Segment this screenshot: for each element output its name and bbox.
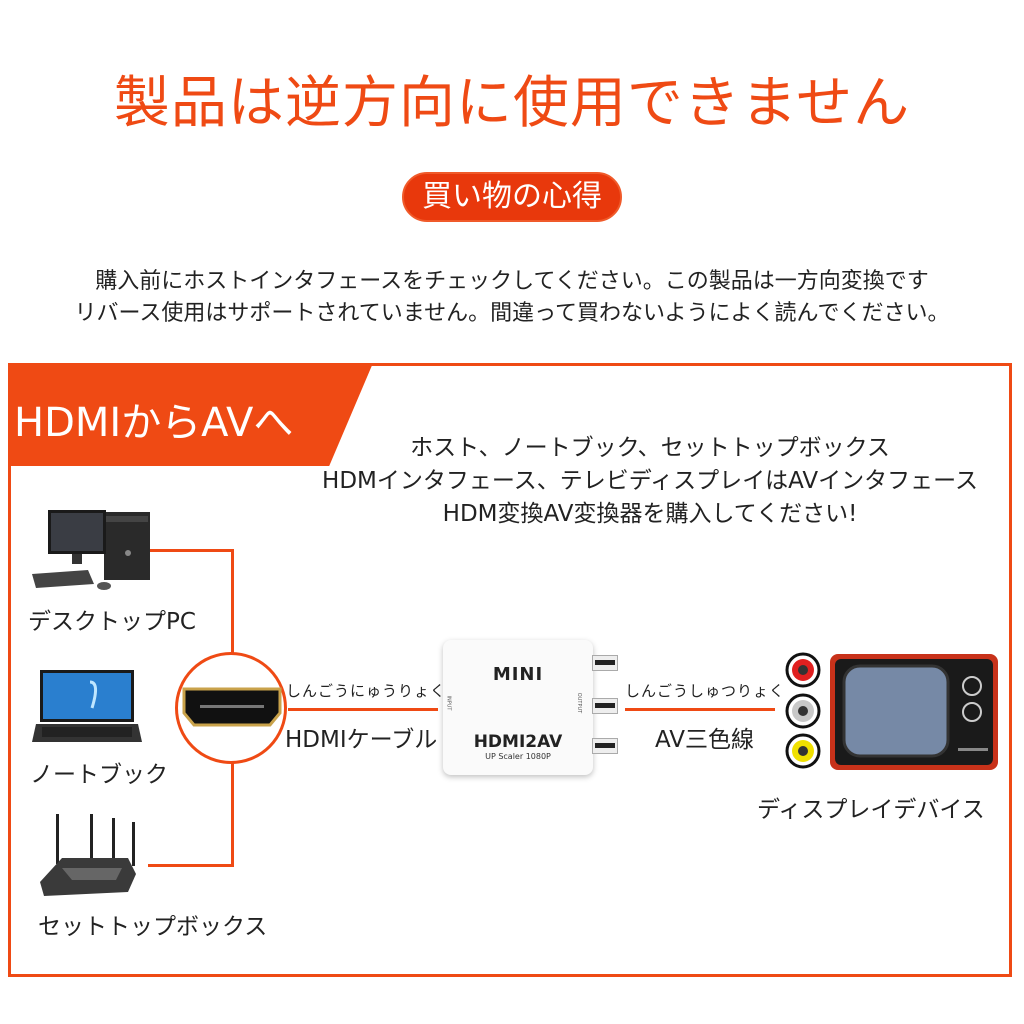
- intro-text: 購入前にホストインタフェースをチェックしてください。この製品は一方向変換です リ…: [0, 266, 1024, 330]
- output-caption: しんごうしゅつりょく: [625, 682, 786, 700]
- connector-line: [231, 763, 234, 867]
- device-brand: MINI: [492, 664, 544, 685]
- rca-jack: [592, 738, 618, 754]
- shopping-tips-badge: 買い物の心得: [402, 172, 622, 222]
- connector-line: [231, 549, 234, 655]
- display-device-label: ディスプレイデバイス: [757, 797, 985, 823]
- rca-jack: [592, 698, 618, 714]
- page-title: 製品は逆方向に使用できません: [113, 71, 911, 136]
- connector-line: [148, 864, 234, 867]
- laptop-icon: [32, 670, 142, 742]
- source-label-desktop: デスクトップPC: [28, 609, 196, 635]
- source-label-laptop: ノートブック: [30, 762, 168, 788]
- connector-line: [625, 708, 775, 711]
- hdmi-port-icon: [182, 687, 282, 727]
- av-cable-label: AV三色線: [655, 727, 754, 753]
- input-caption: しんごうにゅうりょく: [286, 682, 447, 700]
- input-port-label: INPUT: [445, 695, 452, 711]
- device-model: HDMI2AV: [473, 732, 563, 752]
- router-icon: [40, 814, 136, 896]
- section-heading: HDMIからAVへ: [14, 400, 294, 446]
- intro-line-2: リバース使用はサポートされていません。間違って買わないようによく読んでください。: [74, 301, 950, 326]
- device-subtitle: UP Scaler 1080P: [485, 752, 551, 761]
- rca-jack: [592, 655, 618, 671]
- rca-connectors-icon: [785, 652, 821, 769]
- hdmi-port-callout: [175, 652, 287, 764]
- description-line: HDM変換AV変換器を購入してください!: [442, 501, 858, 527]
- section-banner: [8, 363, 373, 466]
- source-label-set-top-box: セットトップボックス: [38, 914, 268, 940]
- intro-line-1: 購入前にホストインタフェースをチェックしてください。この製品は一方向変換です: [95, 269, 929, 294]
- hdmi-cable-label: HDMIケーブル: [285, 727, 438, 753]
- description-line: ホスト、ノートブック、セットトップボックス: [410, 435, 890, 461]
- hdmi2av-converter: MINI HDMI2AV UP Scaler 1080P INPUT OUTPU…: [443, 640, 593, 775]
- output-port-label: OUTPUT: [576, 692, 583, 714]
- connector-line: [148, 549, 234, 552]
- diagram-frame: [8, 363, 1012, 977]
- desktop-pc-icon: [32, 510, 150, 590]
- connector-line: [288, 708, 438, 711]
- section-description: ホスト、ノートブック、セットトップボックス HDMインタフェース、テレビディスプ…: [290, 432, 1010, 531]
- television-icon: [830, 654, 998, 770]
- description-line: HDMインタフェース、テレビディスプレイはAVインタフェース: [322, 468, 978, 494]
